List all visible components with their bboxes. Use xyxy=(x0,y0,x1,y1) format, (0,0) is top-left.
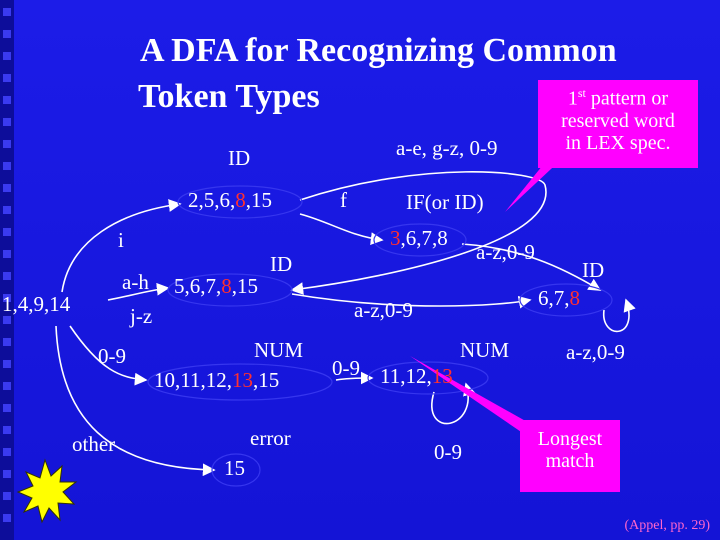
edge-s3-s6 xyxy=(461,243,602,291)
edge-label-aegz: a-e, g-z, 0-9 xyxy=(396,136,498,160)
edge-label-jz: j-z xyxy=(130,304,153,328)
state-circle-s15 xyxy=(211,453,261,487)
edge-aegz xyxy=(290,171,547,295)
edge-s10-s11 xyxy=(335,371,374,385)
edge-loop-s11 xyxy=(431,382,476,425)
state-s15: 15 xyxy=(224,456,245,480)
state-s5: 5,6,7,8,15 xyxy=(174,274,258,298)
state-circle-s6 xyxy=(519,283,613,317)
edge-label-f: f xyxy=(340,188,347,212)
edge-label-az09-from3: a-z,0-9 xyxy=(476,240,535,264)
state-s3-highlight: 3 xyxy=(390,226,401,250)
edge-f xyxy=(299,213,384,245)
state-circle-s2 xyxy=(177,185,303,219)
edge-i xyxy=(61,199,182,293)
callout-longest-match: Longest match xyxy=(520,420,620,492)
edge-digits xyxy=(69,325,148,386)
callout-bottom-pointer xyxy=(410,356,545,438)
edge-label-dig-loop11: 0-9 xyxy=(434,440,462,464)
edge-label-other: other xyxy=(72,432,116,456)
edge-label-ah: a-h xyxy=(122,270,149,294)
token-s15: error xyxy=(250,426,291,450)
state-circle-s3 xyxy=(373,223,467,257)
state-circle-s11 xyxy=(367,361,489,395)
edge-ah-jz xyxy=(107,282,170,301)
edge-label-az09-loop6: a-z,0-9 xyxy=(566,340,625,364)
token-s2: ID xyxy=(228,146,251,170)
slide-title: A DFA for Recognizing Common Token Types xyxy=(138,28,617,120)
citation: (Appel, pp. 29) xyxy=(624,518,710,533)
token-s3: IF(or ID) xyxy=(406,190,484,214)
edge-label-az09-from5: a-z,0-9 xyxy=(354,298,413,322)
edge-label-i: i xyxy=(118,228,124,252)
state-s6-highlight: 8 xyxy=(569,286,581,310)
state-s10: 10,11,12,13,15 xyxy=(154,368,280,392)
left-sidebar-strip xyxy=(0,0,14,540)
state-s2-highlight: 8 xyxy=(235,188,246,212)
state-s11: 11,12,13 xyxy=(380,364,453,388)
state-s5-highlight: 8 xyxy=(221,274,232,298)
state-s3: 3,6,7,8 xyxy=(390,226,448,250)
edge-other xyxy=(55,325,216,477)
callout-first-pattern: 1st pattern or reserved word in LEX spec… xyxy=(538,80,698,168)
token-s11: NUM xyxy=(460,338,510,362)
state-circle-s10 xyxy=(147,363,333,401)
edge-label-dig-10-11: 0-9 xyxy=(332,356,360,380)
title-line-1: A DFA for Recognizing Common xyxy=(140,32,617,69)
token-s5: ID xyxy=(270,252,293,276)
state-circle-s5 xyxy=(167,273,293,307)
edge-label-digits: 0-9 xyxy=(98,344,126,368)
title-line-2: Token Types xyxy=(138,78,320,115)
edge-loop-s6 xyxy=(603,298,636,333)
burst-icon xyxy=(16,458,78,524)
token-s6: ID xyxy=(582,258,605,282)
state-start: 1,4,9,14 xyxy=(2,292,71,316)
state-s10-highlight: 13 xyxy=(231,368,253,392)
state-s11-highlight: 13 xyxy=(431,364,453,388)
token-s10: NUM xyxy=(254,338,304,362)
state-s6: 6,7,8 xyxy=(538,286,581,310)
state-s2: 2,5,6,8,15 xyxy=(188,188,272,212)
edge-s5-s6 xyxy=(291,293,532,309)
